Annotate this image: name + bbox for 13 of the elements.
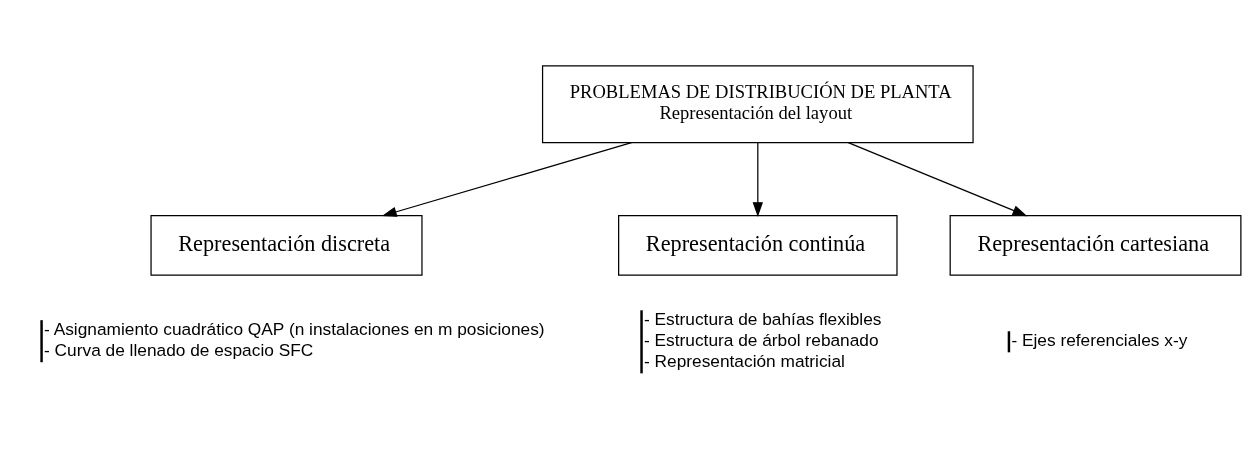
node-label: - Representación matricial bbox=[644, 351, 845, 372]
node-box: Representación cartesiana bbox=[949, 215, 1242, 276]
node-label: - Estructura de árbol rebanado bbox=[644, 330, 879, 351]
node-label: - Asignamiento cuadrático QAP (n instalaciones en m posiciones) bbox=[44, 319, 545, 340]
node-box: Representación continúa bbox=[618, 215, 898, 276]
node-box: PROBLEMAS DE DISTRIBUCIÓN DE PLANTA Representación del layout bbox=[541, 65, 974, 144]
arrow bbox=[847, 142, 1028, 217]
arrow bbox=[381, 142, 633, 217]
node-label: - Ejes referenciales x-y bbox=[1011, 330, 1188, 351]
node-label: - Curva de llenado de espacio SFC bbox=[44, 340, 314, 361]
node-box: Representación discreta bbox=[150, 215, 423, 276]
node-label: - Estructura de bahías flexibles bbox=[644, 309, 882, 330]
arrow bbox=[752, 142, 764, 218]
